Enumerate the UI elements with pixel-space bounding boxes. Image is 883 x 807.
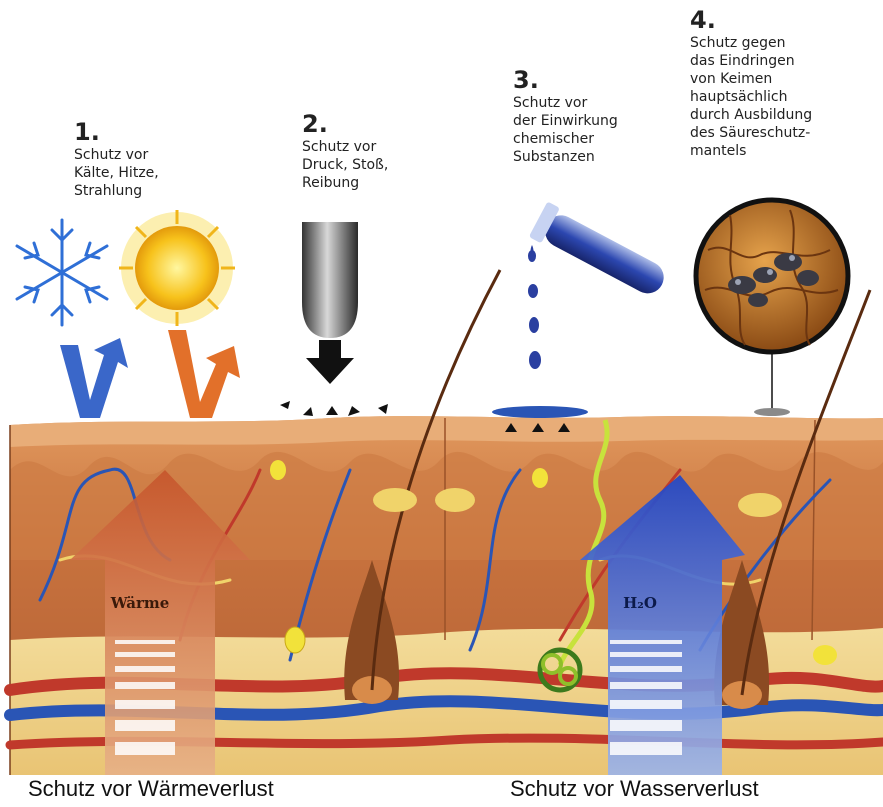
test-tube-icon xyxy=(492,201,671,432)
item-2-number: 2. xyxy=(302,110,388,138)
item-4-number: 4. xyxy=(690,6,812,34)
chemical-puddle xyxy=(492,406,588,418)
item-2-text: Schutz vor Druck, Stoß, Reibung xyxy=(302,138,388,192)
item-4-text: Schutz gegen das Eindringen von Keimen h… xyxy=(690,34,812,160)
heat-arrow-label: Wärme xyxy=(110,594,170,612)
item-4: 4. Schutz gegen das Eindringen von Keime… xyxy=(690,6,812,160)
item-2: 2. Schutz vor Druck, Stoß, Reibung xyxy=(302,110,388,192)
caption-heat-loss: Schutz vor Wärmeverlust xyxy=(28,776,274,802)
item-3: 3. Schutz vor der Einwirkung chemischer … xyxy=(513,66,618,166)
sun-icon xyxy=(119,210,235,326)
snowflake-icon xyxy=(17,220,107,325)
item-1: 1. Schutz vor Kälte, Hitze, Strahlung xyxy=(74,118,159,200)
reflection-arrows xyxy=(60,330,240,418)
item-1-number: 1. xyxy=(74,118,159,146)
item-1-text: Schutz vor Kälte, Hitze, Strahlung xyxy=(74,146,159,200)
caption-water-loss: Schutz vor Wasserverlust xyxy=(510,776,759,802)
item-3-number: 3. xyxy=(513,66,618,94)
item-3-text: Schutz vor der Einwirkung chemischer Sub… xyxy=(513,94,618,166)
water-arrow-label: H₂O xyxy=(623,594,657,612)
microbe-magnifier-icon xyxy=(696,200,848,416)
pressure-bullet-icon xyxy=(280,222,388,416)
